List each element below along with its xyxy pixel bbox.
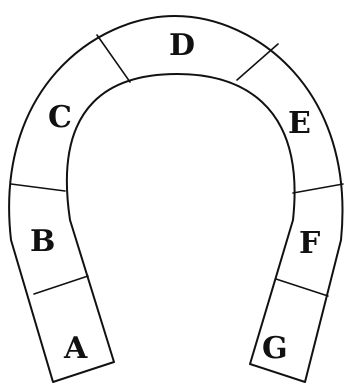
divider-d-e: [237, 44, 278, 80]
segment-label-e: E: [288, 106, 311, 141]
divider-f-g: [276, 279, 328, 296]
segment-label-c: C: [48, 100, 72, 135]
divider-e-f: [293, 184, 343, 193]
divider-a-b: [34, 276, 88, 294]
segment-label-g: G: [262, 331, 288, 366]
divider-c-d: [97, 35, 130, 82]
horseshoe-outline: [9, 16, 342, 382]
segment-label-b: B: [30, 224, 55, 259]
divider-b-c: [11, 184, 65, 191]
segment-label-d: D: [169, 28, 195, 63]
segment-label-f: F: [299, 226, 320, 261]
segment-label-a: A: [63, 331, 88, 366]
